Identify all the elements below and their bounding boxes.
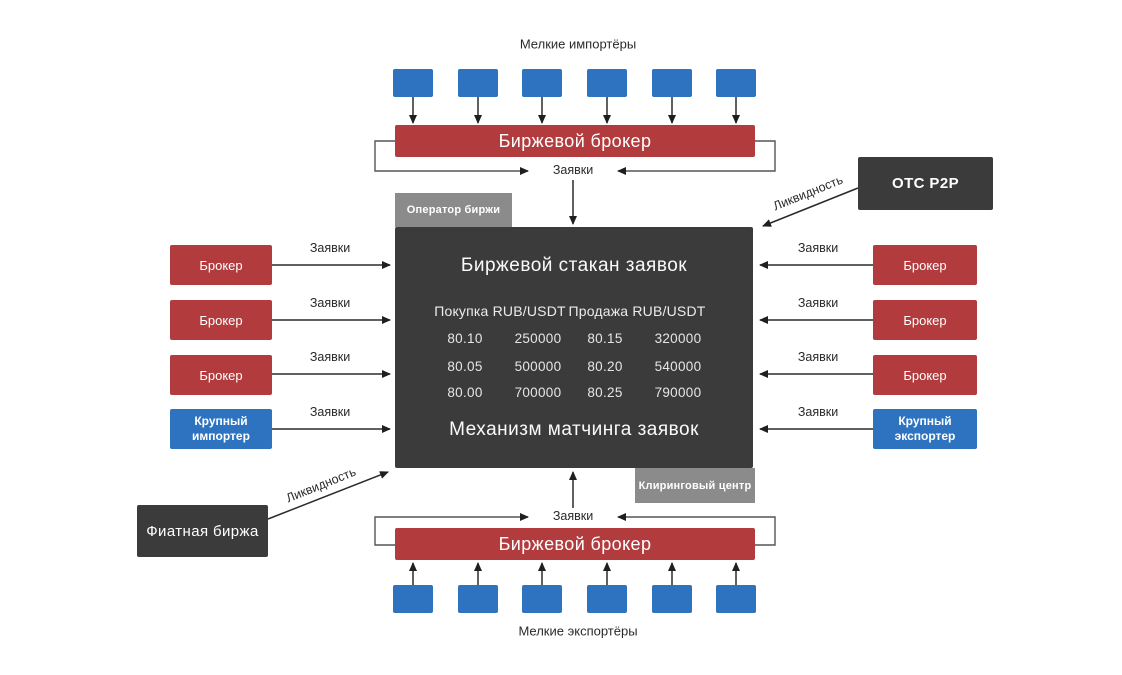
- matching-mechanism-label: Механизм матчинга заявок: [449, 419, 699, 440]
- broker-box-left-1: Брокер: [170, 300, 272, 340]
- sell-volume-2: 790000: [654, 385, 702, 400]
- orders-label-top: Заявки: [552, 163, 594, 177]
- orders-label-left-3: Заявки: [309, 405, 351, 419]
- buy-price-0: 80.10: [447, 331, 483, 346]
- sell-column-header: Продажа RUB/USDT: [568, 303, 706, 319]
- orders-label-left-0: Заявки: [309, 241, 351, 255]
- small-exporter-box: [587, 585, 627, 613]
- buy-column-header: Покупка RUB/USDT: [434, 303, 566, 319]
- otc-p2p-box: OTC P2P: [858, 157, 993, 210]
- operator-tab: Оператор биржи: [395, 193, 512, 227]
- liquidity-label-otc: Ликвидность: [771, 172, 845, 214]
- buy-price-1: 80.05: [447, 359, 483, 374]
- orders-label-left-2: Заявки: [309, 350, 351, 364]
- small-exporter-box: [522, 585, 562, 613]
- sell-volume-1: 540000: [654, 359, 702, 374]
- small-importer-box: [652, 69, 692, 97]
- broker-box-left-0: Брокер: [170, 245, 272, 285]
- order-book-panel: Биржевой стакан заявок Покупка RUB/USDT …: [395, 227, 753, 468]
- small-exporters-label: Мелкие экспортёры: [518, 623, 638, 639]
- small-importer-box: [716, 69, 756, 97]
- large-importer-box: Крупный импортер: [170, 409, 272, 449]
- sell-price-2: 80.25: [587, 385, 623, 400]
- small-exporter-box: [393, 585, 433, 613]
- large-exporter-box: Крупный экспортер: [873, 409, 977, 449]
- buy-volume-0: 250000: [514, 331, 562, 346]
- orders-label-right-1: Заявки: [797, 296, 839, 310]
- sell-price-0: 80.15: [587, 331, 623, 346]
- orders-label-right-3: Заявки: [797, 405, 839, 419]
- small-importer-box: [393, 69, 433, 97]
- small-importer-box: [522, 69, 562, 97]
- orders-label-right-0: Заявки: [797, 241, 839, 255]
- broker-bar-top: Биржевой брокер: [395, 125, 755, 157]
- broker-box-right-2: Брокер: [873, 355, 977, 395]
- broker-bar-bottom: Биржевой брокер: [395, 528, 755, 560]
- broker-box-left-2: Брокер: [170, 355, 272, 395]
- buy-volume-1: 500000: [514, 359, 562, 374]
- sell-volume-0: 320000: [654, 331, 702, 346]
- clearing-tab: Клиринговый центр: [635, 468, 755, 503]
- broker-box-right-1: Брокер: [873, 300, 977, 340]
- small-importers-label: Мелкие импортёры: [519, 36, 637, 52]
- small-importer-box: [587, 69, 627, 97]
- small-exporter-box: [652, 585, 692, 613]
- small-importer-box: [458, 69, 498, 97]
- small-exporter-box: [458, 585, 498, 613]
- sell-price-1: 80.20: [587, 359, 623, 374]
- buy-volume-2: 700000: [514, 385, 562, 400]
- orders-label-right-2: Заявки: [797, 350, 839, 364]
- buy-price-2: 80.00: [447, 385, 483, 400]
- broker-box-right-0: Брокер: [873, 245, 977, 285]
- fiat-exchange-box: Фиатная биржа: [137, 505, 268, 557]
- orders-label-bottom: Заявки: [552, 509, 594, 523]
- order-book-title: Биржевой стакан заявок: [460, 255, 688, 276]
- orders-label-left-1: Заявки: [309, 296, 351, 310]
- liquidity-label-fiat: Ликвидность: [284, 464, 358, 506]
- small-exporter-box: [716, 585, 756, 613]
